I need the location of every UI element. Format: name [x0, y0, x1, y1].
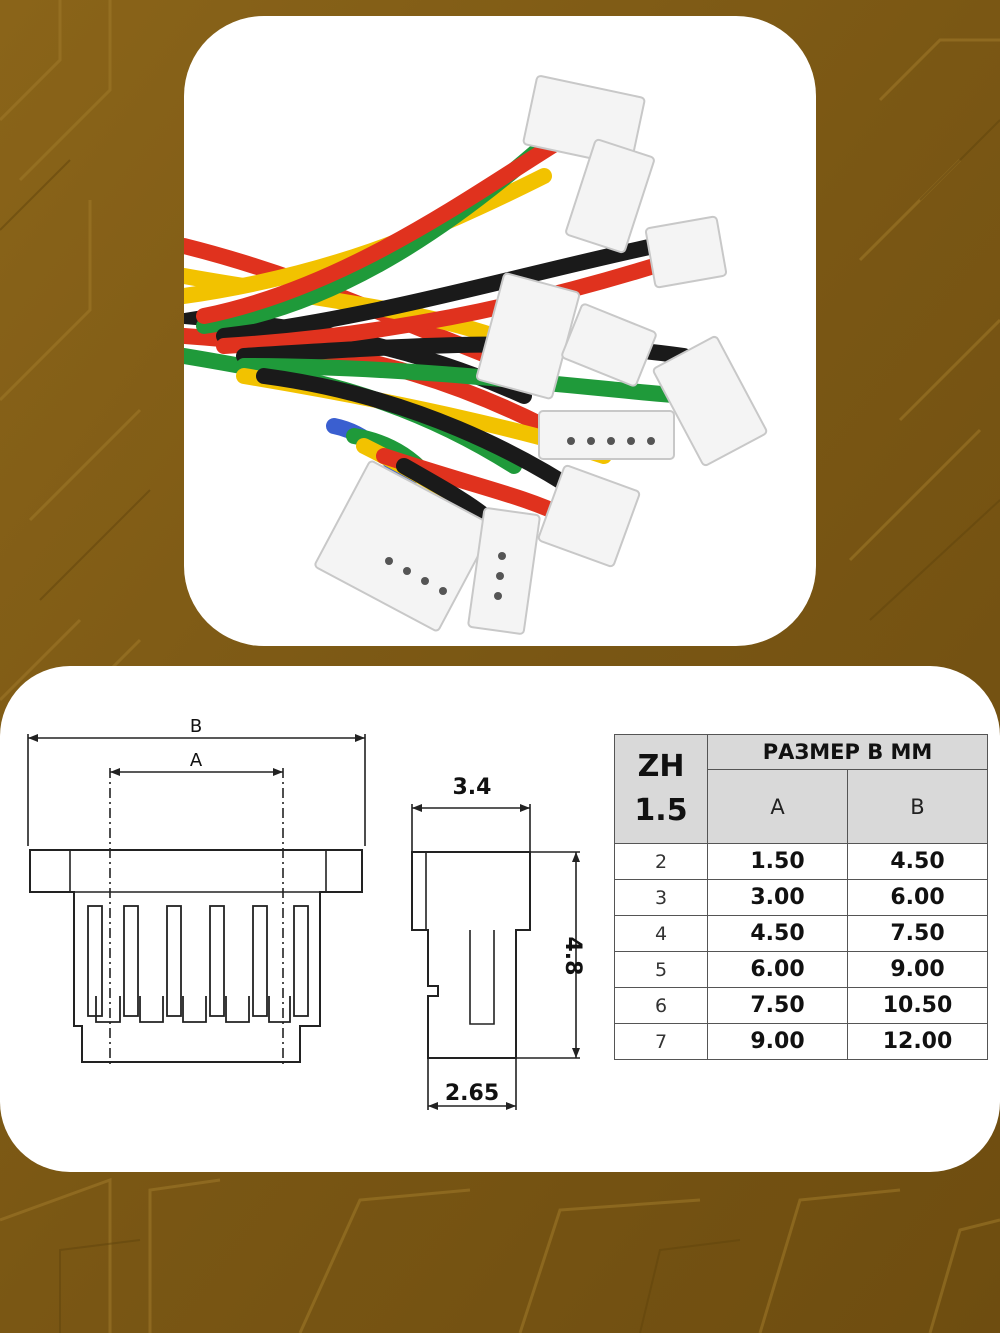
- value-b-cell: 4.50: [847, 843, 988, 880]
- value-b-cell: 7.50: [847, 915, 988, 952]
- photo-card: [184, 16, 816, 646]
- value-b-cell: 6.00: [847, 879, 988, 916]
- model-line-1: ZH: [637, 749, 685, 784]
- value-a-cell: 4.50: [707, 915, 848, 952]
- model-header: ZH 1.5: [614, 734, 708, 844]
- connector-pin-holes: [385, 437, 655, 600]
- column-b-header: B: [847, 769, 988, 844]
- pin-count-cell: 6: [614, 987, 708, 1024]
- pin-count-cell: 5: [614, 951, 708, 988]
- spec-card: B A 3.4 4.8 2.65 ZH 1.5 РАЗМЕР В ММ A B …: [0, 666, 1000, 1172]
- technical-drawing: B A 3.4 4.8 2.65: [27, 716, 585, 1110]
- value-a-cell: 1.50: [707, 843, 848, 880]
- dim-depth-label: 3.4: [453, 775, 492, 800]
- value-b-cell: 9.00: [847, 951, 988, 988]
- column-a-header: A: [707, 769, 848, 844]
- value-a-cell: 3.00: [707, 879, 848, 916]
- label-b: B: [190, 716, 202, 737]
- size-group-header: РАЗМЕР В ММ: [707, 733, 988, 771]
- label-a: A: [190, 750, 203, 771]
- value-a-cell: 7.50: [707, 987, 848, 1024]
- connector-housings: [314, 75, 768, 635]
- front-view-pins: [87, 905, 309, 1023]
- pin-count-cell: 2: [614, 843, 708, 880]
- dim-height-label: 4.8: [560, 937, 585, 976]
- pin-count-cell: 7: [614, 1023, 708, 1060]
- value-a-cell: 6.00: [707, 951, 848, 988]
- connectors-photo: [184, 75, 768, 635]
- value-b-cell: 10.50: [847, 987, 988, 1024]
- dim-base-label: 2.65: [445, 1081, 499, 1106]
- pin-count-cell: 4: [614, 915, 708, 952]
- pin-count-cell: 3: [614, 879, 708, 916]
- value-b-cell: 12.00: [847, 1023, 988, 1060]
- model-line-2: 1.5: [634, 793, 688, 828]
- value-a-cell: 9.00: [707, 1023, 848, 1060]
- side-view-outline: [411, 851, 531, 1059]
- front-view-outline: [29, 849, 363, 1063]
